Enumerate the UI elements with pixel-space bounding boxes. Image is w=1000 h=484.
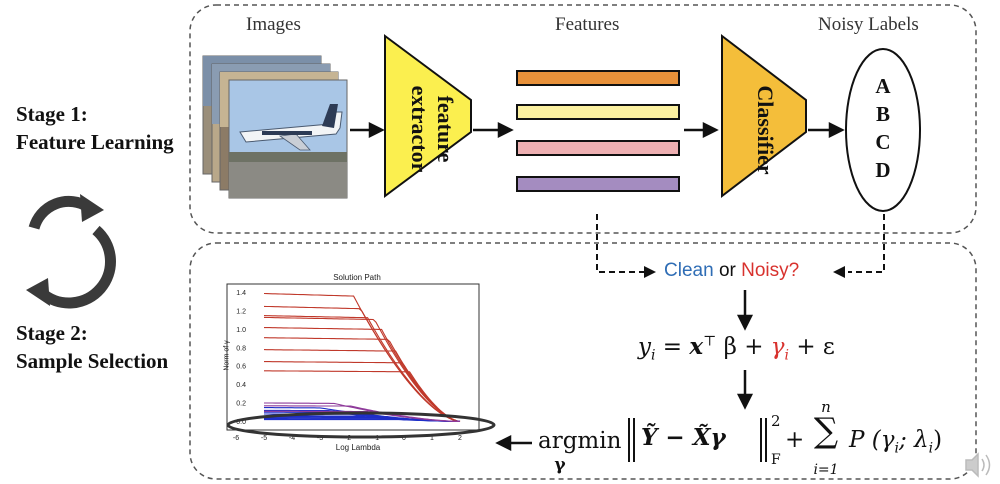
eq1-epsilon: + ε [789, 334, 835, 360]
chart-ytick: 0.8 [236, 345, 246, 352]
eq2-penalty-sub-i: i [894, 440, 899, 457]
highlight-ellipse [226, 411, 496, 439]
norm-bar-left-1 [628, 418, 630, 462]
chart-xtick: -5 [261, 435, 267, 442]
chart-ytick: 1.0 [236, 327, 246, 334]
noisy-labels-ellipse [845, 48, 921, 212]
stage2-title: Stage 2: [16, 321, 88, 345]
purple-series-line-2 [264, 410, 460, 422]
chart-ytick: 1.2 [236, 309, 246, 316]
images-heading: Images [246, 14, 301, 35]
chart-xtick: 0 [402, 435, 406, 442]
clean-word: Clean [664, 260, 714, 281]
norm-bar-left-2 [633, 418, 635, 462]
chart-ytick: 1.4 [236, 290, 246, 297]
label-letters: A B C D [866, 72, 900, 184]
red-series-line-8 [264, 370, 461, 422]
arrowhead-to-clean [644, 266, 656, 278]
chart-ytick: 0.0 [236, 419, 246, 426]
eq2-penalty: P (γi; λi) [849, 427, 942, 457]
chart-xtick: -4 [289, 435, 295, 442]
eq2-sum-symbol: ∑ [813, 411, 839, 451]
pipeline-arrows [350, 121, 845, 139]
stage2-container [189, 242, 977, 480]
eq2-sub-f: F [771, 452, 781, 468]
stage1-title: Stage 1: [16, 102, 88, 126]
solution-path-chart: -6 -5 -4 -3 -2 -1 0 1 2 0.0 0.2 0.4 0.6 0.8 1.0 1.2 1.4 [226, 283, 480, 442]
eq1-gamma-sub: i [784, 347, 790, 364]
eq1-x: x [689, 333, 704, 360]
chart-xtick: -3 [317, 435, 323, 442]
norm-bar-right-1 [760, 418, 762, 462]
label-letter-c: C [875, 130, 891, 154]
eq1-transpose: ⊤ [703, 333, 717, 350]
eq1-sub-i: i [651, 347, 656, 364]
stage2-name: Sample Selection [16, 349, 169, 373]
clean-or-noisy-question: Clean or Noisy? [664, 260, 799, 282]
norm-bar-right-2 [765, 418, 767, 462]
noisy-word: Noisy? [741, 260, 800, 281]
down-arrows [495, 290, 754, 452]
speaker-icon [965, 452, 991, 478]
eq2-penalty-p: P (γ [849, 427, 895, 453]
eq2-sum-top: n [821, 398, 831, 416]
eq2-penalty-lambda: ; λ [899, 427, 929, 453]
feature-bar-2 [516, 104, 680, 120]
eq2-sup-2: 2 [771, 412, 781, 430]
red-series-line-2 [263, 315, 461, 422]
eq2-penalty-sub-i2: i [928, 440, 934, 457]
chart-ylabel: Norm of γ [223, 340, 231, 371]
eq2-sum-bottom: i=1 [813, 462, 839, 478]
airplane-icon [239, 104, 343, 151]
feature-extractor-block [384, 34, 472, 198]
dashed-connectors [596, 214, 885, 273]
blue-series-line-8 [264, 419, 460, 422]
chart-ytick: 0.6 [236, 364, 246, 371]
label-letter-d: D [875, 158, 891, 182]
chart-xlabel: Log Lambda [335, 443, 381, 452]
chart-xtick: -2 [345, 435, 351, 442]
stage1-name: Feature Learning [16, 130, 174, 154]
eq2-plus: + [785, 427, 805, 453]
chart-xtick: -1 [373, 435, 379, 442]
eq1-beta: β + [716, 334, 771, 360]
extractor-line2: extractor [407, 85, 432, 173]
chart-ytick: 0.4 [236, 382, 246, 389]
or-word: or [718, 260, 736, 281]
eq1-gamma: γ [770, 334, 785, 360]
red-series-line-4 [264, 327, 461, 422]
equation-linear-model: yi = x⊤ β + γi + ε [638, 333, 835, 364]
label-letter-b: B [875, 102, 890, 126]
eq2-argmin: argmin [538, 428, 622, 454]
classifier-block [721, 33, 807, 199]
cycle-arrowhead-top [80, 194, 104, 222]
chart-ytick: 0.2 [236, 401, 246, 408]
classifier-label: Classifier [753, 85, 778, 175]
chart-xtick: 1 [430, 435, 434, 442]
eq1-equals: = [655, 334, 690, 360]
chart-xtick: 2 [458, 435, 462, 442]
eq2-argmin-sub: γ [554, 455, 566, 475]
label-letter-a: A [875, 74, 891, 98]
eq1-y: y [638, 334, 651, 360]
feature-extractor-label: feature extractor [396, 64, 458, 194]
eq2-norm-body: Ỹ − X̃γ [641, 424, 726, 451]
feature-bar-1 [516, 70, 680, 86]
feature-bar-4 [516, 176, 680, 192]
feature-bar-3 [516, 140, 680, 156]
noisy-labels-heading: Noisy Labels [818, 14, 919, 35]
features-heading: Features [555, 14, 620, 35]
red-series-line-7 [264, 361, 461, 422]
extractor-line1: feature [433, 95, 458, 163]
image-stack [202, 55, 348, 199]
eq2-penalty-close: ) [933, 427, 943, 453]
chart-xtick: -6 [233, 435, 239, 442]
chart-title: Solution Path [333, 273, 381, 282]
arrowhead-to-noisy [833, 266, 845, 278]
cycle-arrowhead-bottom [26, 278, 50, 306]
